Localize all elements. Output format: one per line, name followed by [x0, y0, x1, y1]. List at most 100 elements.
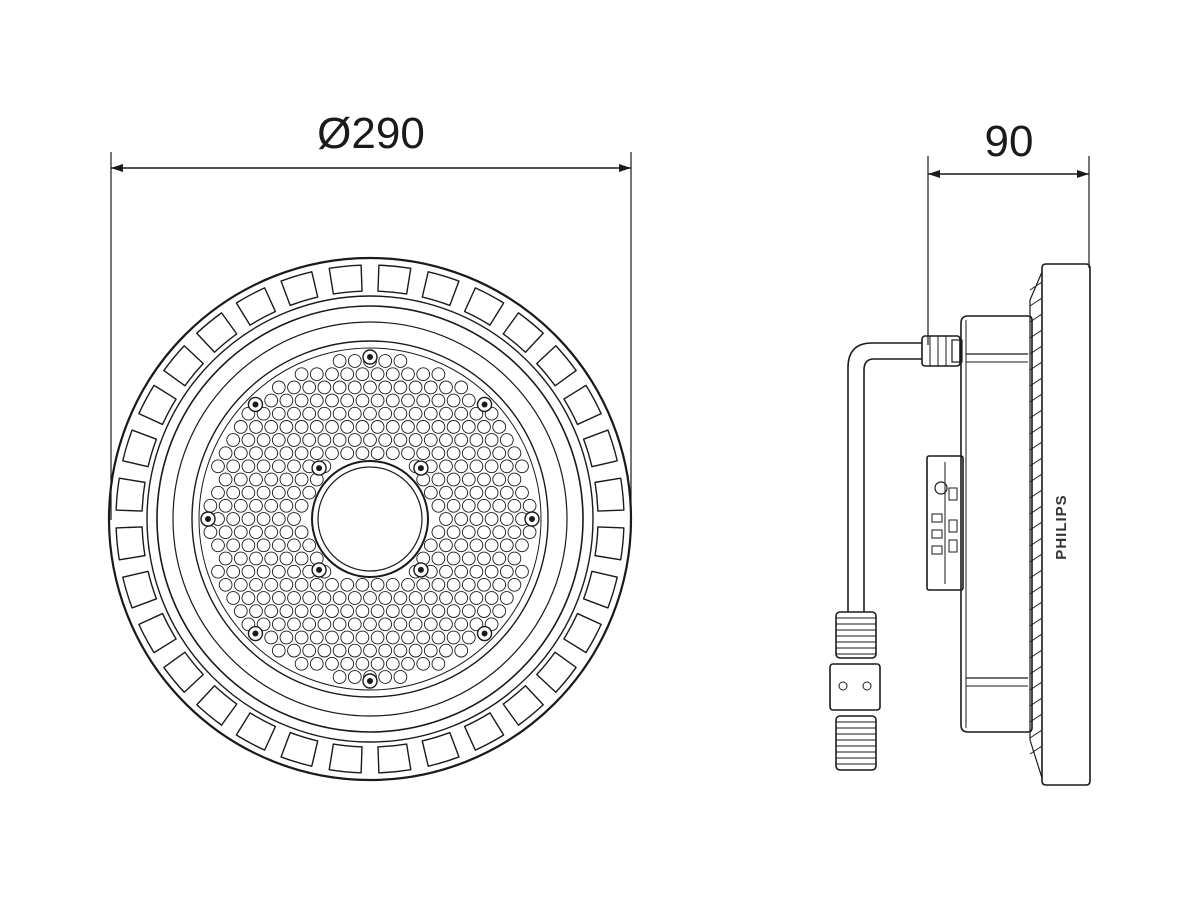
bracket-knob [934, 481, 948, 495]
heatsink-fin [115, 526, 146, 561]
heatsink-fin [377, 743, 412, 774]
connector-pin-indicator-2 [862, 681, 872, 691]
heatsink-fin [563, 384, 602, 426]
led [218, 446, 233, 461]
led [241, 485, 256, 500]
led [340, 577, 355, 592]
led [203, 525, 218, 540]
led [226, 538, 241, 553]
led [287, 643, 301, 658]
connector-bottom-nut [835, 715, 877, 771]
led [423, 406, 438, 421]
screw-head [529, 516, 535, 522]
led [492, 446, 507, 461]
led [378, 670, 393, 684]
led [492, 525, 507, 540]
led [271, 485, 286, 500]
led [423, 433, 438, 447]
led [325, 656, 339, 671]
led [294, 577, 309, 592]
led [431, 604, 446, 618]
led [393, 406, 408, 421]
led [256, 459, 271, 474]
led [233, 525, 248, 540]
led [226, 591, 241, 605]
led [454, 433, 469, 447]
led [385, 577, 400, 592]
led [370, 446, 385, 461]
led [378, 354, 393, 368]
connector-pin-indicator [838, 681, 848, 691]
led [309, 630, 324, 645]
fin-ring-inner-edge [146, 295, 594, 743]
led [211, 459, 225, 474]
connector-top-nut [835, 611, 877, 659]
led [241, 459, 256, 474]
led [499, 485, 514, 500]
led [454, 643, 469, 658]
led [340, 630, 355, 645]
led [340, 420, 355, 434]
led [461, 525, 476, 540]
led [287, 406, 301, 421]
led [363, 643, 377, 658]
led [477, 472, 491, 487]
bracket-terminal-3 [931, 545, 943, 555]
led [287, 485, 301, 500]
led [484, 564, 499, 579]
led [522, 498, 537, 513]
led [340, 656, 355, 671]
fin-base-top [1029, 271, 1043, 301]
led [256, 617, 271, 632]
led [294, 604, 309, 618]
led [233, 420, 248, 434]
heatsink-fin [502, 685, 544, 726]
led [256, 512, 271, 526]
led [461, 393, 476, 408]
heatsink-fin [138, 612, 177, 654]
led [363, 591, 377, 605]
led [264, 525, 279, 540]
led [515, 564, 529, 579]
heatsink-fin [122, 570, 158, 609]
side-view: PHILIPS [829, 263, 1091, 786]
led [363, 380, 377, 395]
led [446, 472, 461, 487]
depth-label: 90 [985, 117, 1034, 166]
led [461, 498, 476, 513]
led [484, 512, 499, 526]
led [492, 577, 507, 592]
led [431, 577, 446, 592]
heatsink-fin [122, 429, 158, 468]
led [484, 591, 499, 605]
mounting-bracket [926, 455, 964, 591]
led [461, 420, 476, 434]
led [393, 433, 408, 447]
screw-head [367, 354, 373, 360]
led [271, 380, 286, 395]
led [294, 656, 309, 671]
led [271, 617, 286, 632]
led [477, 551, 491, 566]
led [271, 406, 286, 421]
led [211, 485, 225, 500]
led [233, 604, 248, 618]
led [507, 498, 522, 513]
led [203, 498, 218, 513]
screw-head [252, 401, 259, 408]
led [287, 380, 301, 395]
bezel-inner [172, 321, 568, 717]
led [416, 630, 431, 645]
led [302, 485, 317, 500]
heatsink-fin [328, 743, 363, 774]
led [249, 446, 263, 461]
led [431, 393, 446, 408]
led [499, 459, 514, 474]
led [499, 512, 514, 526]
front-plate [1041, 263, 1091, 786]
led [370, 656, 385, 671]
led [218, 577, 233, 592]
driver-housing [960, 315, 1033, 733]
led [264, 551, 279, 566]
